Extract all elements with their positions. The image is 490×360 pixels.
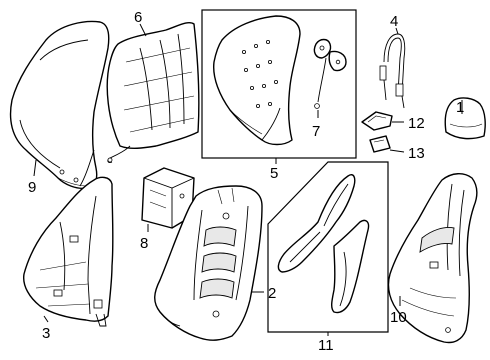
part-8-module: 8 — [140, 167, 195, 252]
part-10-rear-shell: 10 — [387, 173, 478, 344]
group-box-11 — [267, 161, 389, 333]
leader-3 — [43, 315, 49, 323]
callout-13: 13 — [408, 145, 425, 162]
part-11-group: 11 — [267, 161, 389, 354]
part-2-seatback-frame: 2 — [154, 185, 276, 341]
callout-8: 8 — [140, 235, 148, 252]
callout-6: 6 — [134, 9, 142, 26]
callout-9: 9 — [28, 179, 36, 196]
leader-4 — [395, 27, 399, 35]
part-12-clip: 12 — [361, 111, 425, 132]
part-6-backrest-pad: 6 — [106, 9, 200, 163]
callout-4: 4 — [390, 13, 398, 30]
part-3-back-panel: 3 — [23, 176, 114, 342]
callout-1: 1 — [456, 99, 464, 116]
part-9-seatback-cover: 9 — [9, 20, 110, 196]
callout-5: 5 — [270, 165, 278, 182]
group-box-5 — [201, 9, 357, 159]
leader-9 — [33, 159, 37, 177]
callout-3: 3 — [42, 325, 50, 342]
callout-2: 2 — [268, 285, 276, 302]
part-7-connector: 7 — [312, 38, 347, 140]
callout-12: 12 — [408, 115, 425, 132]
callout-10: 10 — [390, 309, 407, 326]
part-4-wire-frame: 4 — [379, 13, 406, 109]
callout-11: 11 — [318, 337, 334, 354]
callout-7: 7 — [312, 123, 320, 140]
part-1-headrest: 1 — [444, 97, 486, 140]
part-5-group: 7 5 — [201, 9, 357, 182]
leader-13 — [389, 149, 405, 153]
part-13-bracket: 13 — [369, 135, 425, 162]
leader-6 — [139, 23, 147, 37]
